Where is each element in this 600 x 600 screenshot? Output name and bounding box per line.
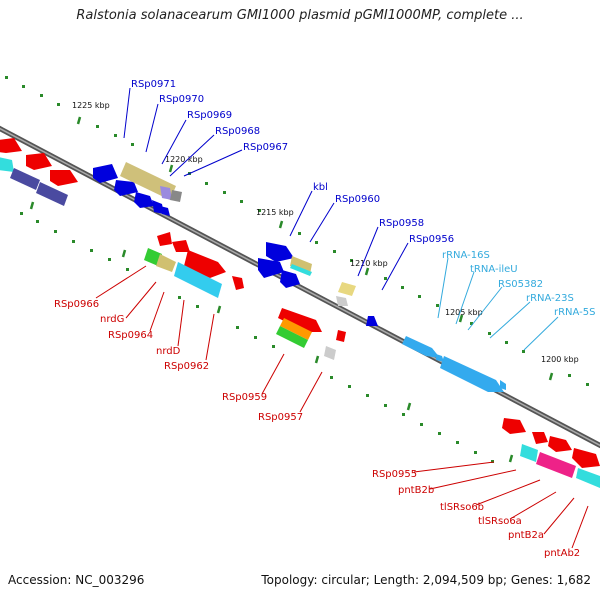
gene-arrow [548,436,572,452]
gene-arrow [572,448,600,468]
gene-arrow [502,418,526,434]
gene-arrow [157,232,172,246]
gene-block [324,346,336,360]
gene-arrow [50,170,78,186]
scale-label: 1215 kbp [256,208,294,217]
gene-arrow [232,276,244,290]
gene-arrow [278,308,322,332]
gene-label[interactable]: kbl [313,182,328,193]
gene-arrow [160,206,170,216]
gene-block [536,452,576,478]
gene-arrow [10,168,40,190]
rna-label[interactable]: rRNA-16S [442,250,490,261]
gene-arrow [0,157,14,172]
scale-labels: 1225 kbp 1220 kbp 1215 kbp 1210 kbp 1205… [72,101,579,364]
gene-block [156,254,176,272]
gene-arrow [366,316,378,326]
scale-ticks-lower [29,201,514,463]
scale-label: 1200 kbp [541,355,579,364]
gene-label[interactable]: tlSRso6b [440,502,484,513]
gene-arrow [36,182,68,206]
gene-label[interactable]: pntB2b [398,485,434,496]
gene-block [290,264,312,276]
gene-block [280,318,312,340]
gene-arrow [0,138,22,153]
accession-text: Accession: NC_003296 [8,573,145,587]
rna-label[interactable]: tRNA-ileU [470,264,518,275]
gene-arrow [93,164,118,183]
gene-label[interactable]: RSp0957 [258,412,303,423]
gene-label[interactable]: tlSRso6a [478,516,522,527]
gene-block [576,468,600,488]
map-title: Ralstonia solanacearum GMI1000 plasmid p… [76,8,524,23]
label-leaders-top [123,87,409,291]
forward-genes [0,138,506,392]
scale-label: 1205 kbp [445,308,483,317]
gene-label[interactable]: RSp0958 [379,218,424,229]
gene-arrow [26,153,52,170]
gene-arrow [172,240,190,252]
scale-ticks [76,116,554,381]
gene-arrow [152,200,164,214]
gene-arrow [114,180,138,196]
gene-label[interactable]: RSp0971 [131,79,176,90]
gene-label[interactable]: RSp0955 [372,469,417,480]
gene-arrow [266,242,294,262]
gene-block [290,256,312,274]
gene-label[interactable]: RSp0969 [187,110,232,121]
gene-arrow [134,192,154,208]
gene-block [520,444,538,462]
gene-arrow [532,432,548,444]
topology-summary: Topology: circular; Length: 2,094,509 bp… [261,573,591,587]
reverse-genes [144,232,600,488]
label-leaders-bottom [95,265,589,549]
gene-label[interactable]: nrdG [100,314,124,325]
gene-label[interactable]: RSp0967 [243,142,288,153]
gene-block [338,282,356,296]
gene-label[interactable]: RSp0956 [409,234,454,245]
gene-arrow [336,330,346,342]
gene-block [174,262,222,298]
gene-label[interactable]: pntB2a [508,530,544,541]
gene-label[interactable]: RSp0970 [159,94,204,105]
gene-arrow [440,356,504,392]
gene-arrow [436,354,444,362]
scale-label: 1220 kbp [165,155,203,164]
gene-arrow [402,336,440,358]
label-leaders-rna [437,257,559,351]
scale-dots-upper [5,76,589,386]
scale-label: 1210 kbp [350,259,388,268]
scale-dots-lower [20,212,494,463]
gene-label[interactable]: RSp0962 [164,361,209,372]
gene-label[interactable]: pntAb2 [544,548,580,559]
gene-label[interactable]: RSp0968 [215,126,260,137]
gene-label[interactable]: RSp0960 [335,194,380,205]
gene-arrow [184,250,226,278]
gene-block [276,326,308,348]
gene-label[interactable]: RSp0964 [108,330,153,341]
gene-label[interactable]: RSp0966 [54,299,99,310]
gene-block [170,190,182,202]
gene-arrow [258,258,284,278]
rna-label[interactable]: RS05382 [498,279,543,290]
gene-label[interactable]: RSp0959 [222,392,267,403]
rna-label[interactable]: rRNA-23S [526,293,574,304]
gene-arrow [500,380,506,390]
scale-label: 1225 kbp [72,101,110,110]
gene-label[interactable]: nrdD [156,346,181,357]
gene-block [160,186,172,200]
gene-arrow [336,296,348,306]
gene-arrow [280,270,300,288]
rna-label[interactable]: rRNA-5S [554,307,595,318]
